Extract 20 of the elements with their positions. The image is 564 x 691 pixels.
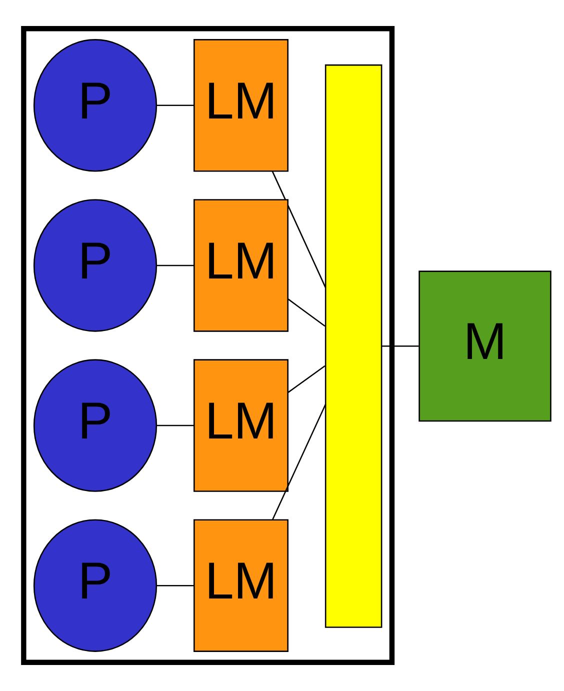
connector [288,365,326,393]
node-box: LM [194,39,288,172]
node-box: LM [194,199,288,332]
node-circle: P [33,39,158,172]
node-circle: P [33,199,158,332]
node-box: M [418,270,552,422]
cluster [21,26,395,665]
connector [156,424,194,426]
node-circle: P [33,519,158,652]
connector [156,264,194,266]
connector [156,104,194,106]
node-bar [324,64,382,628]
node-box: LM [194,519,288,652]
connector [272,170,326,288]
node-box: LM [194,359,288,492]
connector [156,584,194,586]
node-circle: P [33,359,158,492]
connector [288,298,326,327]
connector [272,404,326,520]
connector [382,346,419,347]
